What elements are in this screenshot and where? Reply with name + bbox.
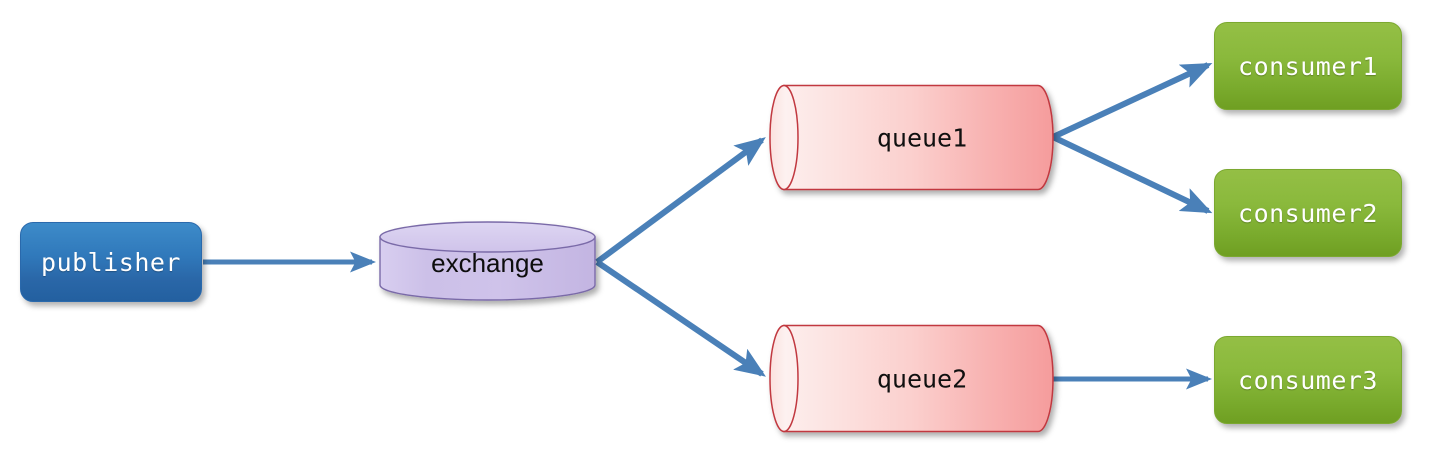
node-publisher-label: publisher (41, 247, 181, 277)
node-queue2-label: queue2 (876, 364, 968, 393)
node-consumer2-label: consumer2 (1238, 198, 1378, 228)
node-queue2[interactable]: queue2 (769, 324, 1054, 433)
edge-queue1-to-consumer2 (1051, 134, 1213, 214)
node-consumer1[interactable]: consumer1 (1214, 22, 1402, 110)
edge-exchange-to-queue2 (595, 259, 766, 377)
node-consumer1-label: consumer1 (1238, 51, 1378, 81)
node-consumer3[interactable]: consumer3 (1214, 336, 1402, 424)
node-consumer3-label: consumer3 (1238, 365, 1378, 395)
node-exchange[interactable]: exchange (379, 221, 596, 301)
node-queue1-label: queue1 (876, 123, 968, 152)
queue1-cylinder-shape (769, 84, 1054, 191)
node-exchange-label: exchange (431, 248, 544, 279)
node-consumer2[interactable]: consumer2 (1214, 169, 1402, 257)
edge-exchange-to-queue1 (595, 137, 766, 265)
node-publisher[interactable]: publisher (20, 222, 202, 302)
queue2-cylinder-shape (769, 324, 1054, 433)
exchange-cylinder-shape (379, 221, 596, 301)
node-queue1[interactable]: queue1 (769, 84, 1054, 191)
edge-queue1-to-consumer1 (1051, 62, 1213, 140)
